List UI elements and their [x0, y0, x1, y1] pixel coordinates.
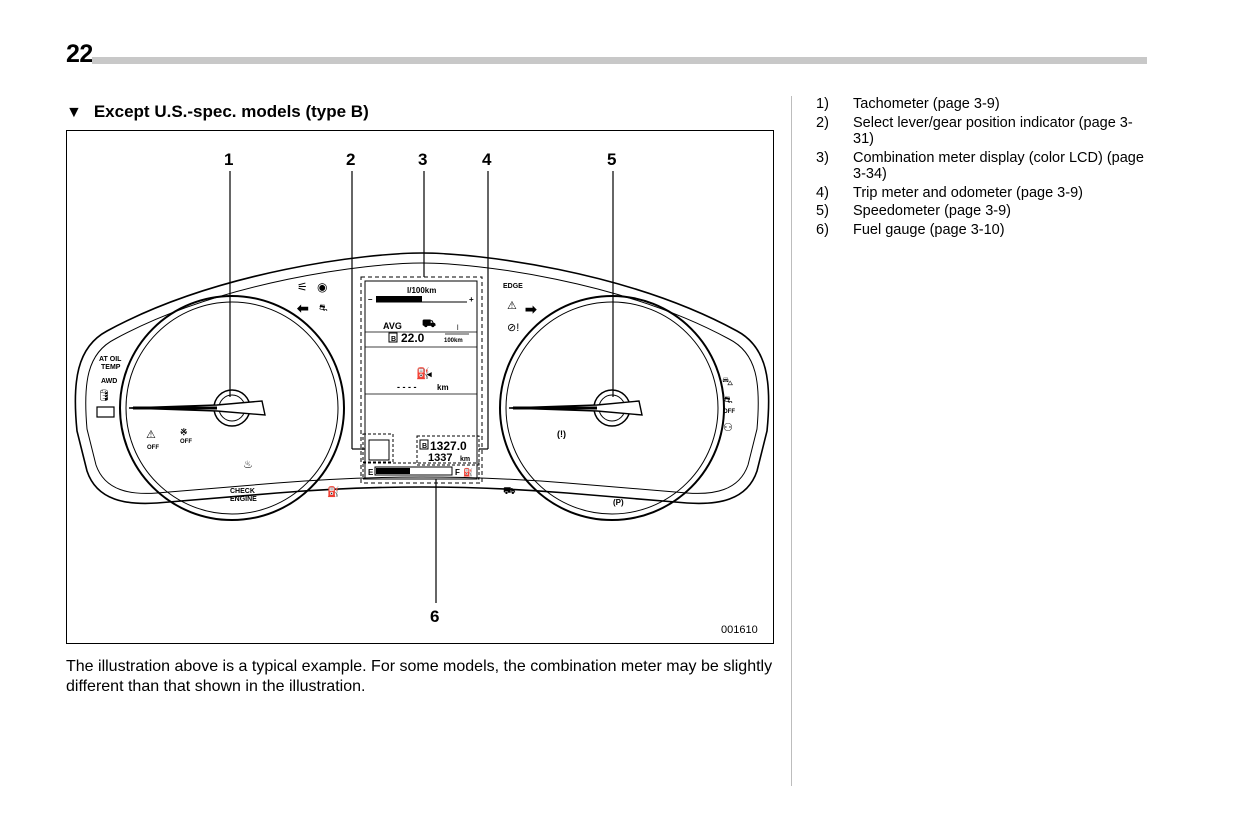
security-icon: ⛟ — [503, 486, 516, 497]
avg-unit-bottom: 100km — [444, 338, 463, 344]
fuel-pump-icon: ⛽ — [463, 467, 473, 477]
odometer-value: 1337 — [428, 452, 452, 464]
arrow-left-icon: ◂ — [426, 369, 432, 379]
avg-unit-top: l — [457, 325, 459, 332]
trip-value: 1327.0 — [430, 439, 467, 453]
fuel-e: E — [368, 468, 374, 477]
turn-left-icon: ⬅ — [296, 300, 309, 316]
section-heading-text: Except U.S.-spec. models (type B) — [93, 102, 369, 121]
oil-pressure-icon: 🛢 — [97, 389, 111, 402]
section-heading: ▼ Except U.S.-spec. models (type B) — [66, 102, 369, 122]
legend-item: 1)Tachometer (page 3-9) — [816, 96, 1000, 112]
fuel-gauge-bar — [374, 466, 453, 476]
figure-caption: The illustration above is a typical exam… — [66, 658, 773, 695]
fuel-pump-arrow-icon: ⛽ — [416, 367, 430, 380]
seatbelt-icon: ⚠ — [507, 300, 517, 312]
edge-icon: EDGE — [503, 283, 523, 290]
low-fuel-icon: ⛽ — [327, 485, 339, 498]
range-unit: km — [437, 383, 449, 392]
page-number: 22 — [66, 40, 93, 68]
car-fuel-icon: ⛟ — [422, 318, 436, 330]
at-oil-label: AT OIL — [99, 356, 122, 363]
callout-1: 1 — [224, 150, 233, 169]
turn-right-icon: ➡ — [525, 301, 537, 317]
fuel-gauge-fill — [376, 468, 410, 474]
coolant-temp-icon: ♨ — [243, 459, 253, 471]
callout-2: 2 — [346, 150, 355, 169]
figure-legend: 1)Tachometer (page 3-9) 2)Select lever/g… — [816, 96, 1148, 240]
temp-label: TEMP — [101, 364, 121, 371]
figure-id: 001610 — [721, 624, 758, 636]
legend-item: 4)Trip meter and odometer (page 3-9) — [816, 184, 1083, 201]
callout-4: 4 — [482, 150, 492, 169]
legend-item: 3)Combination meter display (color LCD) … — [816, 149, 1144, 183]
off-label-right: OFF — [723, 409, 735, 415]
callout-3: 3 — [418, 150, 427, 169]
legend-item: 6)Fuel gauge (page 3-10) — [816, 221, 1005, 238]
headlight-icon: ◉ — [317, 280, 327, 294]
traction-icon: ※ — [180, 427, 188, 437]
airbag-icon: ⚇ — [723, 422, 733, 434]
speedometer: (!) (P) — [499, 295, 725, 521]
trip-b: B — [422, 443, 427, 450]
check-label: CHECK — [230, 488, 255, 495]
avg-b-box — [388, 332, 398, 343]
down-triangle-icon: ▼ — [66, 104, 82, 121]
engine-label: ENGINE — [230, 496, 257, 503]
door-icon: ⚠ — [146, 429, 156, 441]
callout-6: 6 — [430, 607, 439, 626]
lcd-display: l/100km – + AVG ⛟ B 22.0 l 100km ⛽ ◂ - -… — [360, 276, 483, 484]
bar-plus: + — [469, 295, 474, 304]
fuel-economy-bar-fill — [376, 296, 422, 302]
steering-warning-icon: ⊘! — [507, 322, 519, 334]
brake-warning-icon: (!) — [557, 429, 566, 439]
bar-minus: – — [368, 295, 373, 304]
avg-value: 22.0 — [401, 331, 425, 345]
gear-position-box — [368, 439, 390, 461]
callout-5: 5 — [607, 150, 616, 169]
battery-icon — [96, 406, 115, 418]
parking-brake-icon: (P) — [613, 498, 624, 507]
cluster-housing-inner — [85, 262, 759, 494]
column-divider — [791, 96, 792, 786]
instrument-cluster-illustration: (!) (P) l/100km – + AVG ⛟ B 22.0 l 100km… — [74, 150, 770, 636]
vdc-icon: ⛐ — [724, 395, 733, 406]
car-icon: ⛍ — [722, 376, 733, 388]
awd-label: AWD — [101, 378, 117, 385]
avg-label: AVG — [383, 321, 402, 331]
fuel-f: F — [455, 468, 460, 477]
odometer-unit: km — [460, 456, 470, 463]
instrument-cluster-figure: (!) (P) l/100km – + AVG ⛟ B 22.0 l 100km… — [66, 130, 774, 644]
range-value: - - - - — [397, 382, 417, 392]
legend-item: 2)Select lever/gear position indicator (… — [816, 114, 1133, 148]
fog-light-icon: ⚟ — [297, 280, 308, 294]
off-label-left: OFF — [147, 445, 159, 451]
fuel-economy-unit: l/100km — [407, 286, 436, 295]
tachometer — [119, 295, 345, 521]
header-rule — [92, 57, 1147, 64]
cluster-housing — [74, 252, 770, 505]
avg-b: B — [391, 336, 396, 343]
off-label-traction: OFF — [180, 439, 192, 445]
skid-icon: ⛐ — [319, 303, 328, 314]
legend-item: 5)Speedometer (page 3-9) — [816, 203, 1011, 219]
